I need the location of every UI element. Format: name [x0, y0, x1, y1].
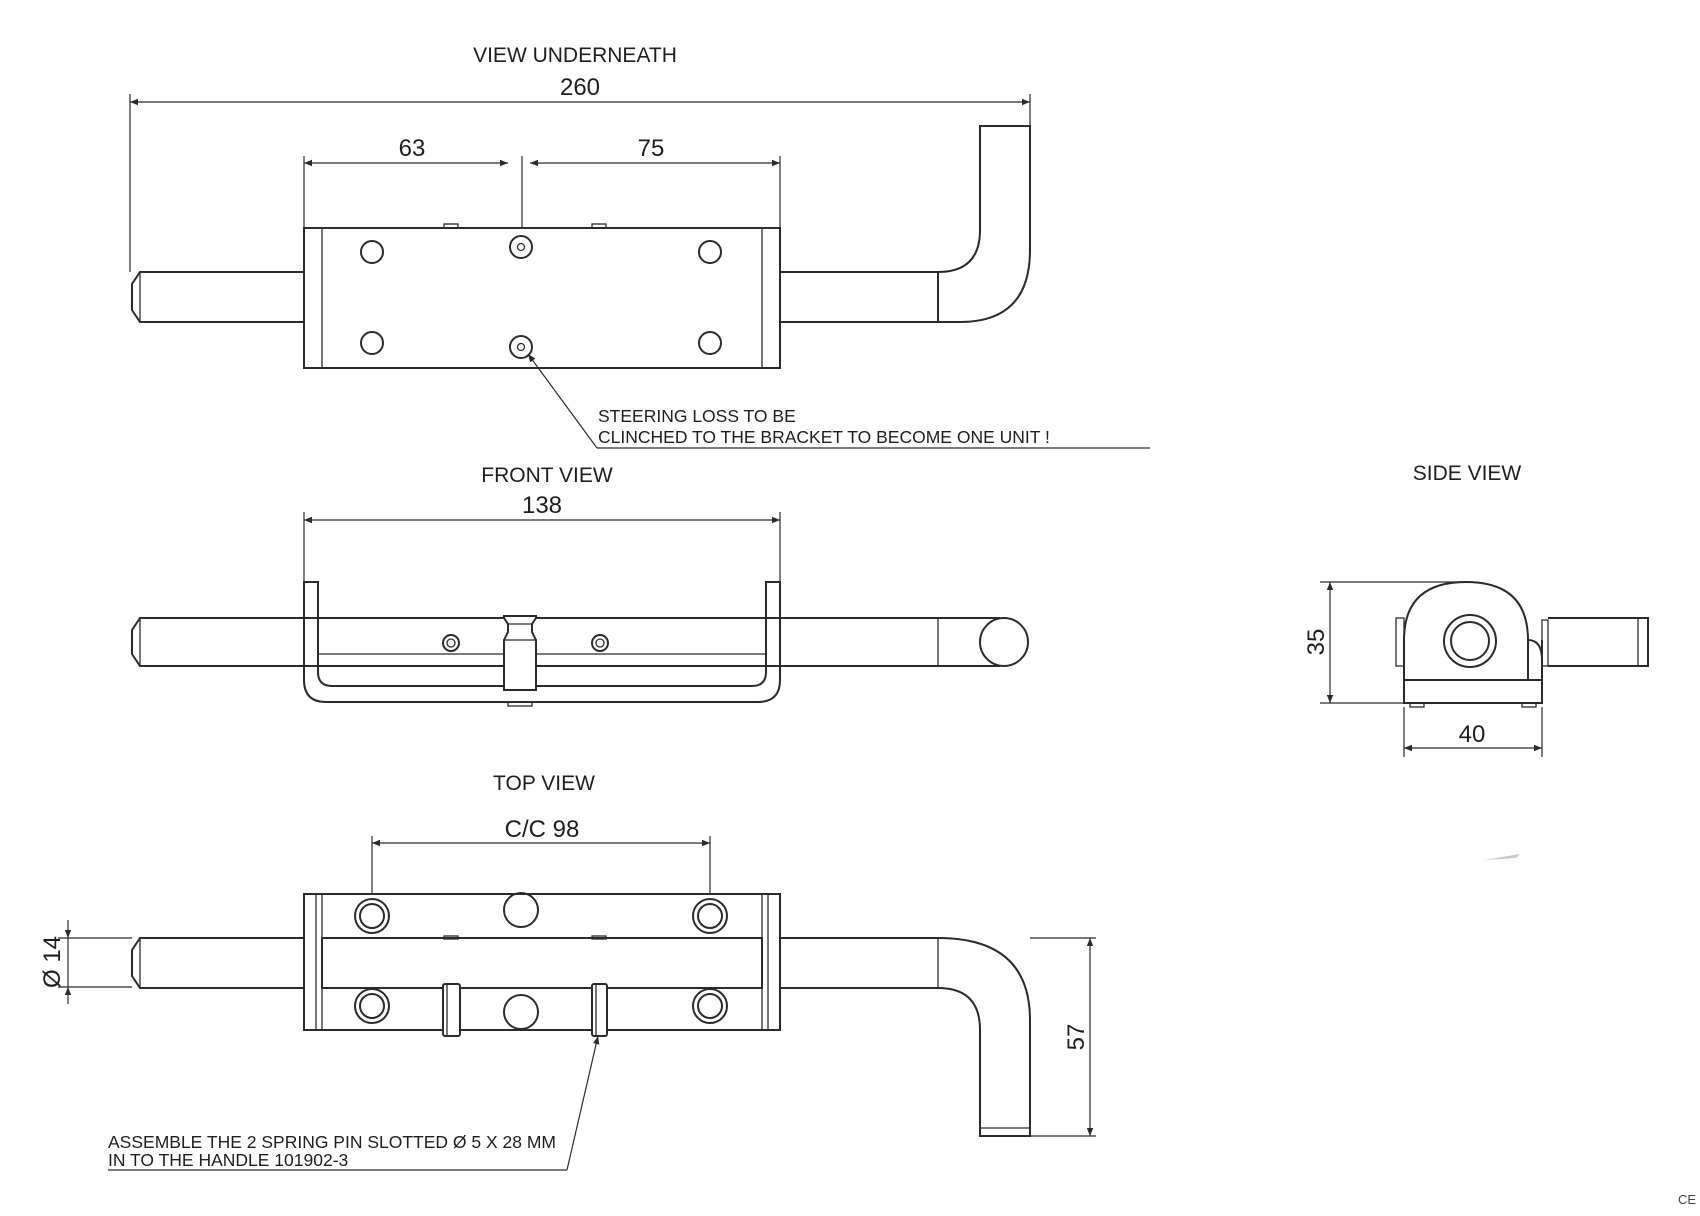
mount-hole [360, 240, 384, 264]
dim-75-label: 75 [638, 135, 665, 162]
center-hole [503, 892, 539, 928]
dim-57-label: 57 [1063, 1024, 1090, 1051]
assemble-note: ASSEMBLE THE 2 SPRING PIN SLOTTED Ø 5 X … [108, 1035, 600, 1171]
dim-dia14: Ø 14 [39, 920, 132, 1004]
steering-note-line1: STEERING LOSS TO BE [598, 406, 796, 426]
front-view-title: FRONT VIEW [481, 464, 613, 487]
dim-138: 138 [303, 492, 781, 582]
dim-63-label: 63 [399, 135, 426, 162]
dim-dia14-label: Ø 14 [39, 936, 66, 988]
assemble-note-line1: ASSEMBLE THE 2 SPRING PIN SLOTTED Ø 5 X … [108, 1132, 556, 1152]
top-handle [780, 937, 1031, 1137]
mount-hole [354, 988, 390, 1024]
dim-260-label: 260 [560, 74, 600, 101]
faint-mark [1484, 854, 1520, 860]
dim-35: 35 [1303, 581, 1466, 704]
view-top: TOP VIEW C/C 98 Ø 14 [39, 772, 1096, 1171]
side-bore [1443, 614, 1497, 668]
dim-40: 40 [1403, 707, 1543, 757]
bracket-body [303, 227, 781, 369]
top-view-title: TOP VIEW [493, 772, 595, 795]
rivet [442, 634, 460, 652]
spring-pin [591, 983, 608, 1037]
view-underneath: VIEW UNDERNEATH 260 63 75 [129, 44, 1150, 449]
shaft [131, 617, 1000, 667]
side-view-title: SIDE VIEW [1413, 462, 1522, 485]
dim-35-label: 35 [1303, 629, 1330, 656]
mount-hole [698, 240, 722, 264]
mount-hole [692, 898, 728, 934]
dim-40-label: 40 [1459, 721, 1486, 748]
dim-63-75: 63 75 [303, 135, 781, 246]
dim-cc98-label: C/C 98 [505, 816, 580, 843]
view-front: FRONT VIEW 138 [131, 464, 1029, 707]
view-underneath-title: VIEW UNDERNEATH [473, 44, 677, 67]
mount-hole [360, 331, 384, 355]
rivet [509, 235, 533, 259]
mount-hole [698, 331, 722, 355]
pin-left [131, 271, 304, 323]
center-hole [503, 994, 539, 1030]
spring-housing [503, 615, 537, 691]
handle-end [979, 617, 1029, 667]
side-body [1403, 580, 1529, 681]
spring-pin [442, 983, 461, 1037]
bracket-u [303, 581, 781, 703]
corner-fragment: CE [1678, 1192, 1696, 1207]
dim-138-label: 138 [522, 492, 562, 519]
mount-hole [692, 988, 728, 1024]
mount-hole [354, 898, 390, 934]
dim-cc98: C/C 98 [371, 816, 711, 918]
handle [780, 271, 939, 323]
top-pin-left [131, 937, 304, 989]
dim-260: 260 [129, 74, 1031, 272]
rivet [509, 335, 533, 359]
dim-57: 57 [1030, 937, 1096, 1137]
rivet [591, 634, 609, 652]
steering-note-line2: CLINCHED TO THE BRACKET TO BECOME ONE UN… [598, 427, 1050, 447]
steering-note: STEERING LOSS TO BE CLINCHED TO THE BRAC… [527, 353, 1150, 449]
assemble-note-line2: IN TO THE HANDLE 101902-3 [108, 1150, 348, 1170]
view-side: SIDE VIEW 35 40 [1303, 462, 1649, 860]
